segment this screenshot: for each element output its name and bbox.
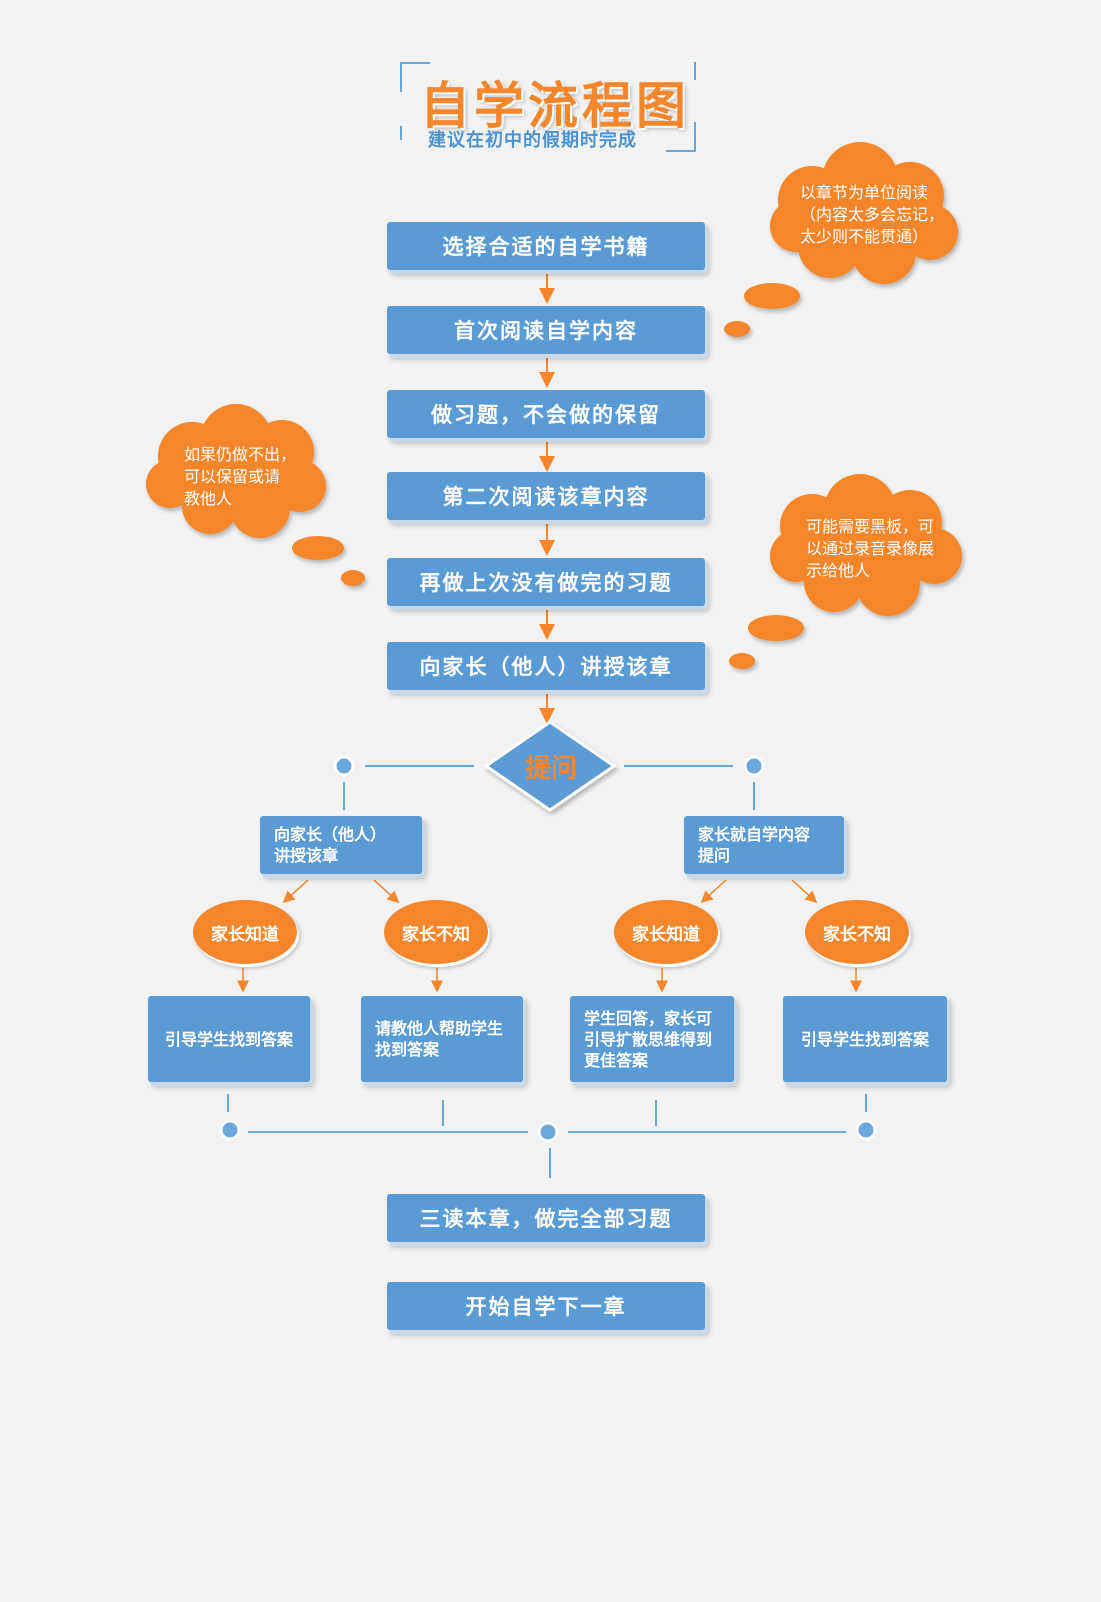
step-first-read: 首次阅读自学内容 <box>387 306 705 354</box>
left-unknown-result-line1: 请教他人帮助学生 <box>375 1019 504 1038</box>
right-know-result-line3: 更佳答案 <box>584 1050 649 1070</box>
cloud-left-text: 如果仍做不出， 可以保留或请 教他人 <box>184 444 296 510</box>
branch-left-box: 向家长（他人） 讲授该章 <box>260 816 422 874</box>
cloud-mid-right-tail <box>729 615 804 669</box>
cloud-mid-right-line1: 可能需要黑板，可 <box>806 517 935 536</box>
merge-lines <box>227 1094 867 1178</box>
right-know-result-line2: 引导扩散思维得到 <box>584 1029 713 1049</box>
cloud-top-right-tail <box>724 283 800 337</box>
cloud-mid-right-line3: 示给他人 <box>806 561 871 580</box>
cloud-top-right <box>770 142 958 284</box>
decision-diamond <box>483 720 617 812</box>
branch-right-box: 家长就自学内容 提问 <box>684 816 844 874</box>
branch-right-label-line1: 家长就自学内容 <box>698 825 811 844</box>
merge-nodes <box>219 1119 877 1143</box>
cloud-top-right-line1: 以章节为单位阅读 <box>800 183 929 202</box>
right-unknown-result: 引导学生找到答案 <box>783 996 947 1082</box>
cloud-mid-right <box>770 474 962 616</box>
sub-branch-arrows <box>237 879 862 993</box>
step-next-chapter: 开始自学下一章 <box>387 1282 705 1330</box>
cloud-mid-right-text: 可能需要黑板，可 以通过录音录像展 示给他人 <box>806 516 934 582</box>
page-title: 自学流程图 <box>420 77 690 135</box>
title-frame <box>400 62 696 152</box>
cloud-left-tail <box>292 536 365 586</box>
cloud-mid-right-line2: 以通过录音录像展 <box>806 539 935 558</box>
branch-left-label-line2: 讲授该章 <box>274 846 339 865</box>
branch-right-label-line2: 提问 <box>698 846 731 865</box>
cloud-left-line3: 教他人 <box>184 489 233 508</box>
page-subtitle: 建议在初中的假期时完成 <box>428 130 637 151</box>
step-teach-parent: 向家长（他人）讲授该章 <box>387 642 705 690</box>
step-redo-exercises: 再做上次没有做完的习题 <box>387 558 705 606</box>
left-unknown-result-line2: 找到答案 <box>375 1040 440 1059</box>
right-know-result-line1: 学生回答，家长可 <box>584 1008 713 1028</box>
cloud-left-line2: 可以保留或请 <box>184 467 281 486</box>
branch-lines <box>343 765 755 810</box>
branch-left-label-line1: 向家长（他人） <box>274 825 387 844</box>
left-unknown-result: 请教他人帮助学生 找到答案 <box>361 996 523 1082</box>
left-parent-unknown: 家长不知 <box>384 900 488 964</box>
step-third-read: 三读本章，做完全部习题 <box>387 1194 705 1242</box>
cloud-top-right-text: 以章节为单位阅读 （内容太多会忘记， 太少则不能贯通） <box>800 182 944 248</box>
cloud-left <box>146 404 326 538</box>
decision-label: 提问 <box>524 754 577 784</box>
left-parent-knows: 家长知道 <box>193 900 297 964</box>
left-know-result: 引导学生找到答案 <box>148 996 310 1082</box>
right-know-result: 学生回答，家长可 引导扩散思维得到 更佳答案 <box>570 996 734 1082</box>
cloud-top-right-line2: （内容太多会忘记， <box>800 205 945 224</box>
cloud-top-right-line3: 太少则不能贯通） <box>800 227 929 246</box>
step-choose-book: 选择合适的自学书籍 <box>387 222 705 270</box>
cloud-left-line1: 如果仍做不出， <box>184 445 297 464</box>
step-second-read: 第二次阅读该章内容 <box>387 472 705 520</box>
step-do-exercises: 做习题，不会做的保留 <box>387 390 705 438</box>
right-parent-knows: 家长知道 <box>614 900 718 964</box>
right-parent-unknown: 家长不知 <box>805 900 909 964</box>
branch-nodes <box>333 755 765 777</box>
